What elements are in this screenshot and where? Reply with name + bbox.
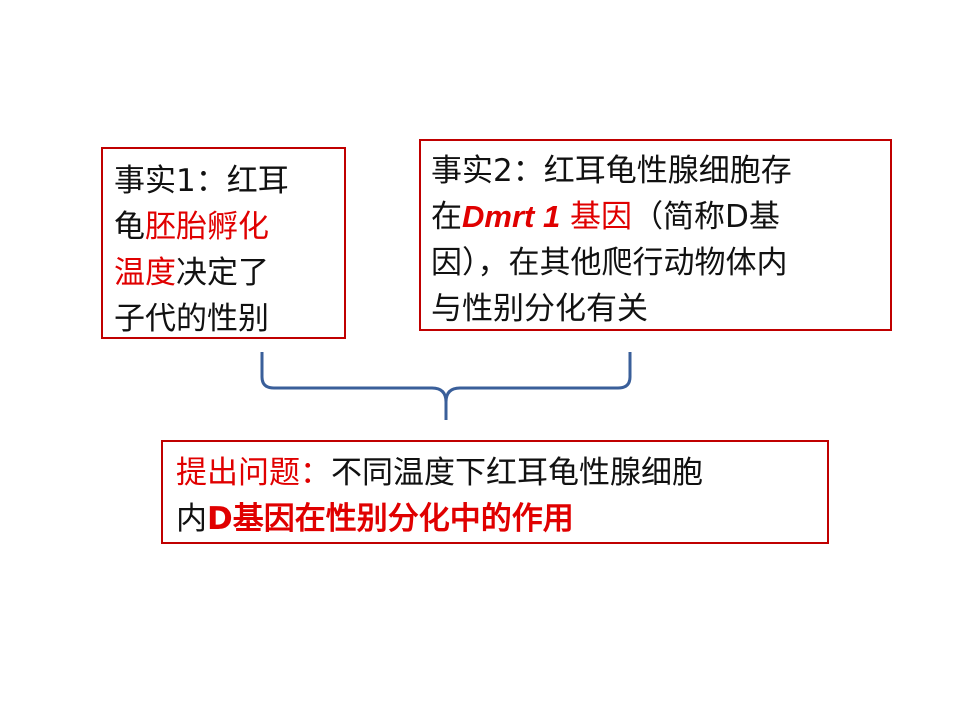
fact2-line2-prefix: 在 (431, 199, 462, 235)
fact2-line3: 因），在其他爬行动物体内 (431, 245, 788, 281)
fact1-line2-highlight: 胚胎孵化 (145, 209, 269, 245)
fact2-gene-name: Dmrt 1 (462, 199, 561, 234)
question-box: 提出问题：不同温度下红耳龟性腺细胞 内D基因在性别分化中的作用 (161, 440, 829, 544)
fact2-gene-label: 基因 (560, 199, 633, 235)
fact1-line2-prefix: 龟 (114, 209, 145, 245)
fact2-line4: 与性别分化有关 (431, 291, 648, 327)
fact1-line2: 龟胚胎孵化 (114, 204, 344, 250)
question-line2: 内D基因在性别分化中的作用 (176, 496, 827, 542)
fact1-line3-highlight: 温度 (114, 255, 176, 291)
question-line1-rest: 不同温度下红耳龟性腺细胞 (331, 455, 703, 491)
question-line2-prefix: 内 (176, 501, 207, 537)
question-line2-highlight: D基因在性别分化中的作用 (207, 501, 574, 537)
fact1-box: 事实1：红耳 龟胚胎孵化 温度决定了 子代的性别 (101, 147, 346, 339)
fact1-line4: 子代的性别 (114, 301, 269, 337)
fact1-line3-rest: 决定了 (176, 255, 269, 291)
fact2-line1: 事实2：红耳龟性腺细胞存 (431, 153, 792, 189)
fact2-line2: 在Dmrt 1 基因（简称D基 (431, 194, 890, 240)
fact1-line3: 温度决定了 (114, 250, 344, 296)
question-label: 提出问题： (176, 455, 331, 491)
fact1-line1: 事实1：红耳 (114, 163, 289, 199)
fact2-line2-rest: （简称D基 (632, 199, 780, 235)
question-line1: 提出问题：不同温度下红耳龟性腺细胞 (176, 450, 827, 496)
fact2-box: 事实2：红耳龟性腺细胞存 在Dmrt 1 基因（简称D基 因），在其他爬行动物体… (419, 139, 892, 331)
